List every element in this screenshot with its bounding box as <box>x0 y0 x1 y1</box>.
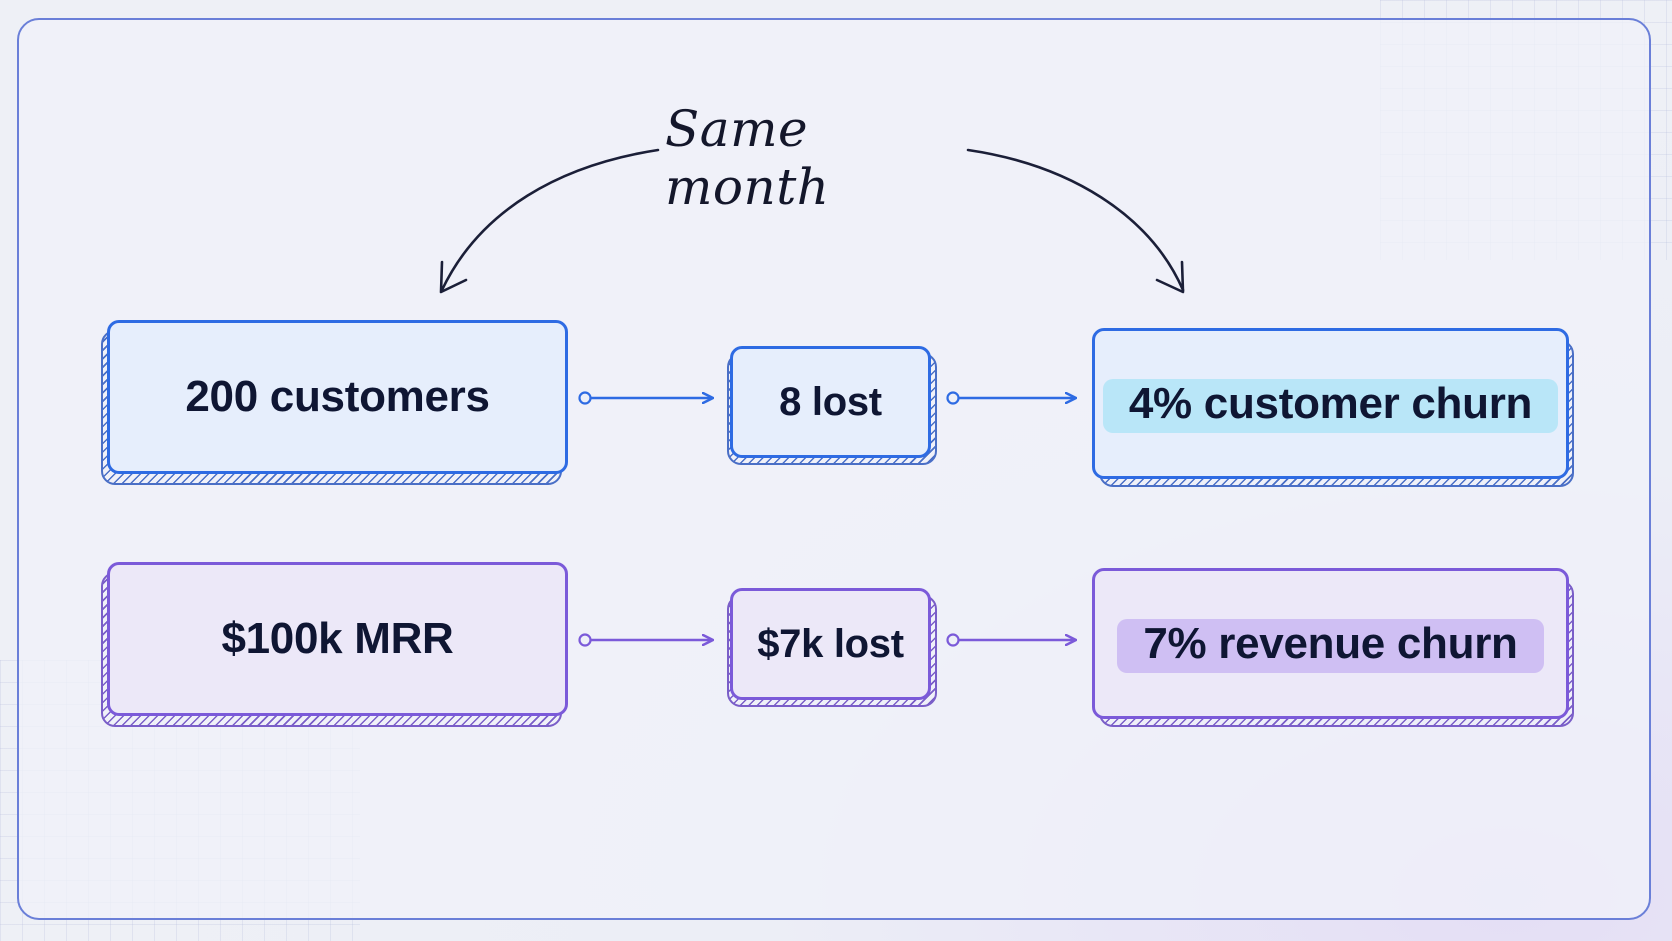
customer-churn-label: 4% customer churn <box>1102 375 1559 433</box>
revenue-lost-label: $7k lost <box>757 621 904 666</box>
connector-dot <box>578 391 592 405</box>
curved-arrow-left-head <box>439 260 468 294</box>
same-month-annotation: Same month <box>665 100 830 216</box>
customers-box: 200 customers <box>107 320 568 474</box>
curved-arrow-right-head <box>1155 260 1185 294</box>
mrr-box: $100k MRR <box>107 562 568 716</box>
curved-arrow-left <box>440 148 660 292</box>
mrr-label: $100k MRR <box>221 614 454 663</box>
revenue-lost-box: $7k lost <box>730 588 931 700</box>
connector-dot <box>946 633 960 647</box>
revenue-churn-label: 7% revenue churn <box>1117 615 1544 673</box>
connector-dot <box>578 633 592 647</box>
customers-lost-label: 8 lost <box>779 379 882 424</box>
customers-label: 200 customers <box>185 372 490 421</box>
connector-dot <box>946 391 960 405</box>
customers-lost-box: 8 lost <box>730 346 931 458</box>
curved-arrow-right <box>966 148 1185 292</box>
customer-churn-box: 4% customer churn <box>1092 328 1569 479</box>
revenue-churn-box: 7% revenue churn <box>1092 568 1569 719</box>
